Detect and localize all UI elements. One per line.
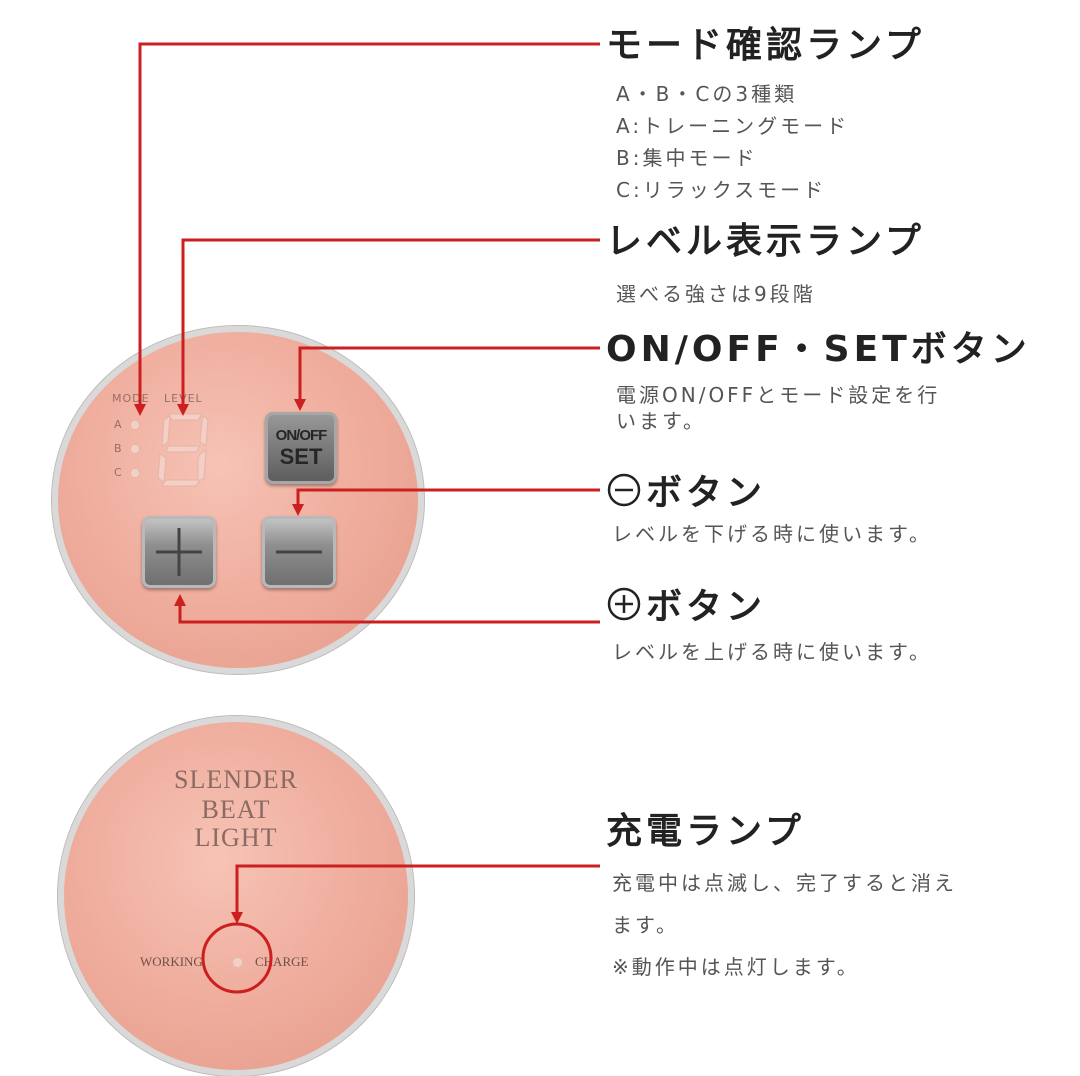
minus-button[interactable] bbox=[262, 516, 336, 588]
set-button-label: SET bbox=[279, 443, 323, 469]
minus-icon bbox=[276, 550, 322, 554]
mode-letter-a: A bbox=[114, 418, 123, 431]
desc-line: 電源ON/OFFとモード設定を行 bbox=[616, 383, 941, 407]
charge-label: CHARGE bbox=[255, 954, 309, 969]
desc-line: ます。 bbox=[612, 913, 679, 937]
desc-line: ※動作中は点灯します。 bbox=[612, 955, 860, 979]
desc-line: A・B・Cの3種類 bbox=[616, 82, 798, 106]
section-title-mode-lamp: モード確認ランプ bbox=[606, 25, 925, 66]
level-display bbox=[157, 413, 209, 487]
desc-line: レベルを上げる時に使います。 bbox=[612, 640, 932, 664]
mode-lamp-a bbox=[130, 420, 140, 430]
mode-letter-c: C bbox=[114, 466, 123, 479]
brand-line-1: SLENDER bbox=[174, 765, 298, 794]
circle-plus-icon bbox=[606, 586, 642, 631]
desc-line: 充電中は点滅し、完了すると消え bbox=[612, 871, 957, 895]
desc-line: います。 bbox=[616, 409, 706, 433]
desc-line: B:集中モード bbox=[616, 146, 758, 170]
working-label: WORKING bbox=[140, 954, 203, 969]
circle-minus-icon bbox=[606, 472, 642, 517]
desc-line: レベルを下げる時に使います。 bbox=[612, 522, 932, 546]
onoff-set-button[interactable]: ON/OFF SET bbox=[265, 412, 337, 484]
section-title-onoff-set: ON/OFF・SETボタン bbox=[606, 329, 1031, 370]
section-desc-charge-lamp: 充電中は点滅し、完了すると消え ます。 ※動作中は点灯します。 bbox=[612, 862, 957, 988]
desc-line: C:リラックスモード bbox=[616, 178, 827, 202]
section-title-plus-text: ボタン bbox=[646, 586, 767, 628]
desc-line: A:トレーニングモード bbox=[616, 114, 850, 138]
brand-line-2: BEAT bbox=[201, 795, 271, 824]
section-desc-plus: レベルを上げる時に使います。 bbox=[612, 636, 932, 668]
plus-button[interactable] bbox=[142, 516, 216, 588]
plus-icon bbox=[156, 528, 202, 576]
device-control-panel: MODE LEVEL A B C ON/OFF SET bbox=[52, 326, 424, 674]
mode-label: MODE bbox=[112, 392, 150, 405]
brand-line-3: LIGHT bbox=[194, 823, 278, 852]
mode-lamp-c bbox=[130, 468, 140, 478]
charge-lamp bbox=[232, 957, 243, 968]
level-label: LEVEL bbox=[164, 392, 203, 405]
section-desc-onoff-set: 電源ON/OFFとモード設定を行 います。 bbox=[616, 382, 940, 434]
section-desc-level-lamp: 選べる強さは9段階 bbox=[616, 278, 816, 310]
device-back: SLENDER BEAT LIGHT WORKING CHARGE bbox=[58, 716, 414, 1076]
onoff-button-label: ON/OFF bbox=[275, 426, 328, 444]
section-title-level-lamp: レベル表示ランプ bbox=[606, 221, 925, 262]
mode-letter-b: B bbox=[114, 442, 123, 455]
desc-line: 選べる強さは9段階 bbox=[616, 282, 816, 306]
section-title-charge-lamp: 充電ランプ bbox=[606, 811, 805, 852]
section-title-minus-text: ボタン bbox=[646, 472, 767, 514]
section-title-plus: ボタン bbox=[606, 586, 766, 631]
section-desc-minus: レベルを下げる時に使います。 bbox=[612, 518, 932, 550]
mode-lamp-b bbox=[130, 444, 140, 454]
section-title-minus: ボタン bbox=[606, 472, 766, 517]
section-desc-mode-lamp: A・B・Cの3種類 A:トレーニングモード B:集中モード C:リラックスモード bbox=[616, 78, 849, 206]
